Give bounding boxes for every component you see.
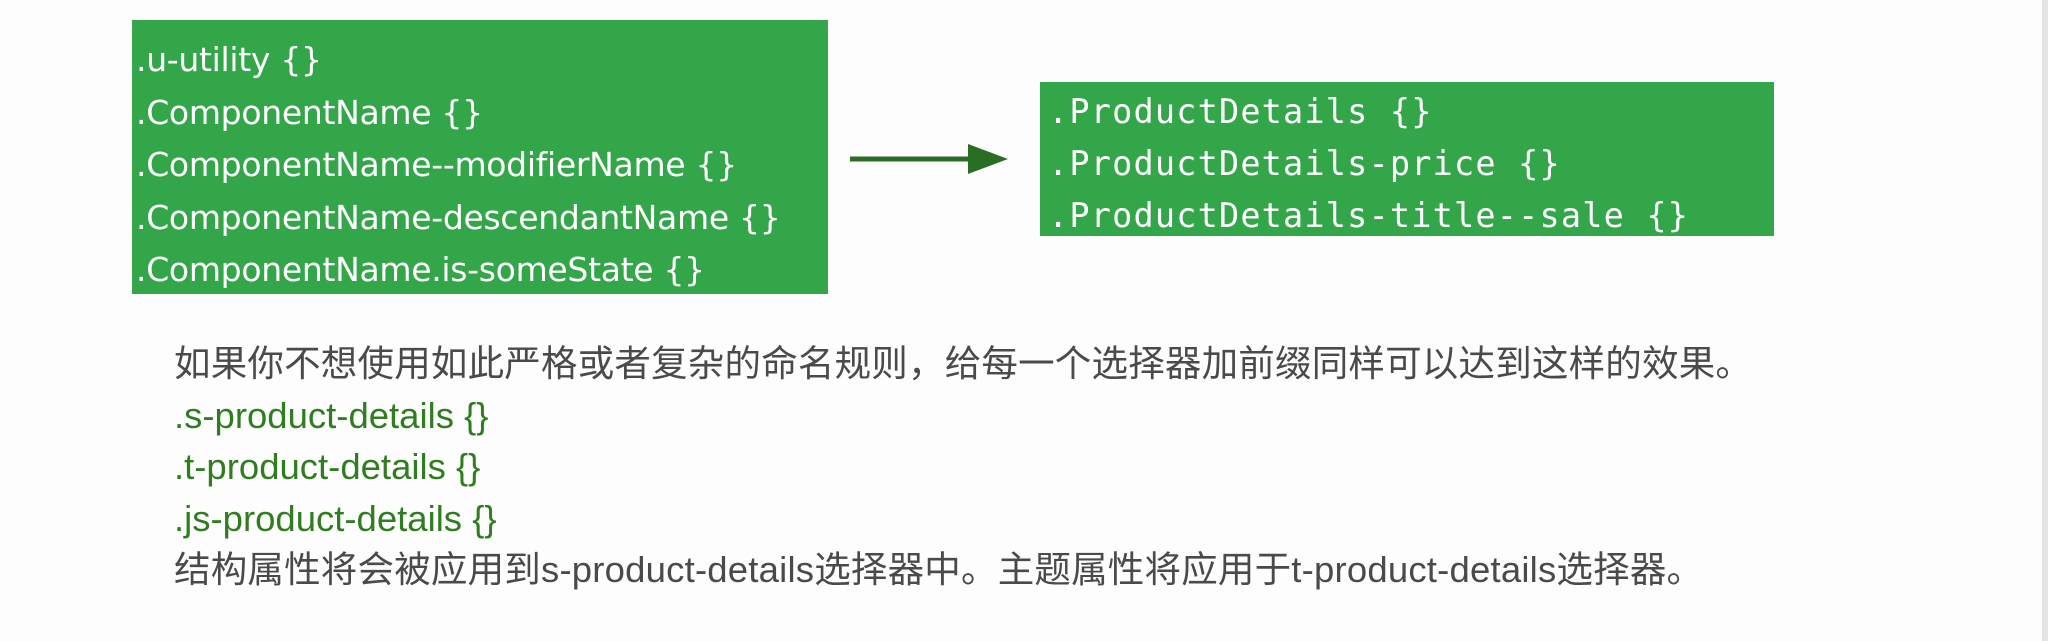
code-line-product-price: .ProductDetails-price {}: [1048, 144, 1561, 183]
example-theme-selector: .t-product-details {}: [174, 446, 481, 487]
example-box: .ProductDetails {} .ProductDetails-price…: [1040, 82, 1774, 236]
right-arrow-icon: [850, 144, 1008, 174]
example-structure-selector: .s-product-details {}: [174, 394, 489, 436]
conclusion-paragraph: 结构属性将会被应用到s-product-details选择器中。主题属性将应用于…: [174, 549, 1704, 590]
code-line-descendant: .ComponentName-descendantName {}: [136, 197, 781, 237]
intro-paragraph: 如果你不想使用如此严格或者复杂的命名规则，给每一个选择器加前缀同样可以达到这样的…: [174, 343, 1753, 384]
code-line-product-details: .ProductDetails {}: [1048, 92, 1433, 131]
code-line-utility: .u-utility {}: [136, 40, 322, 79]
code-line-component: .ComponentName {}: [136, 92, 483, 132]
example-js-selector: .js-product-details {}: [174, 497, 497, 539]
explanation-text: 如果你不想使用如此严格或者复杂的命名规则，给每一个选择器加前缀同样可以达到这样的…: [174, 338, 1752, 596]
code-line-product-title-sale: .ProductDetails-title--sale {}: [1048, 196, 1690, 235]
code-line-modifier: .ComponentName--modifierName {}: [136, 145, 737, 184]
code-line-state: .ComponentName.is-someState {}: [136, 250, 705, 289]
right-edge-strip: [2042, 0, 2048, 641]
naming-convention-box: .u-utility {} .ComponentName {} .Compone…: [132, 20, 828, 294]
